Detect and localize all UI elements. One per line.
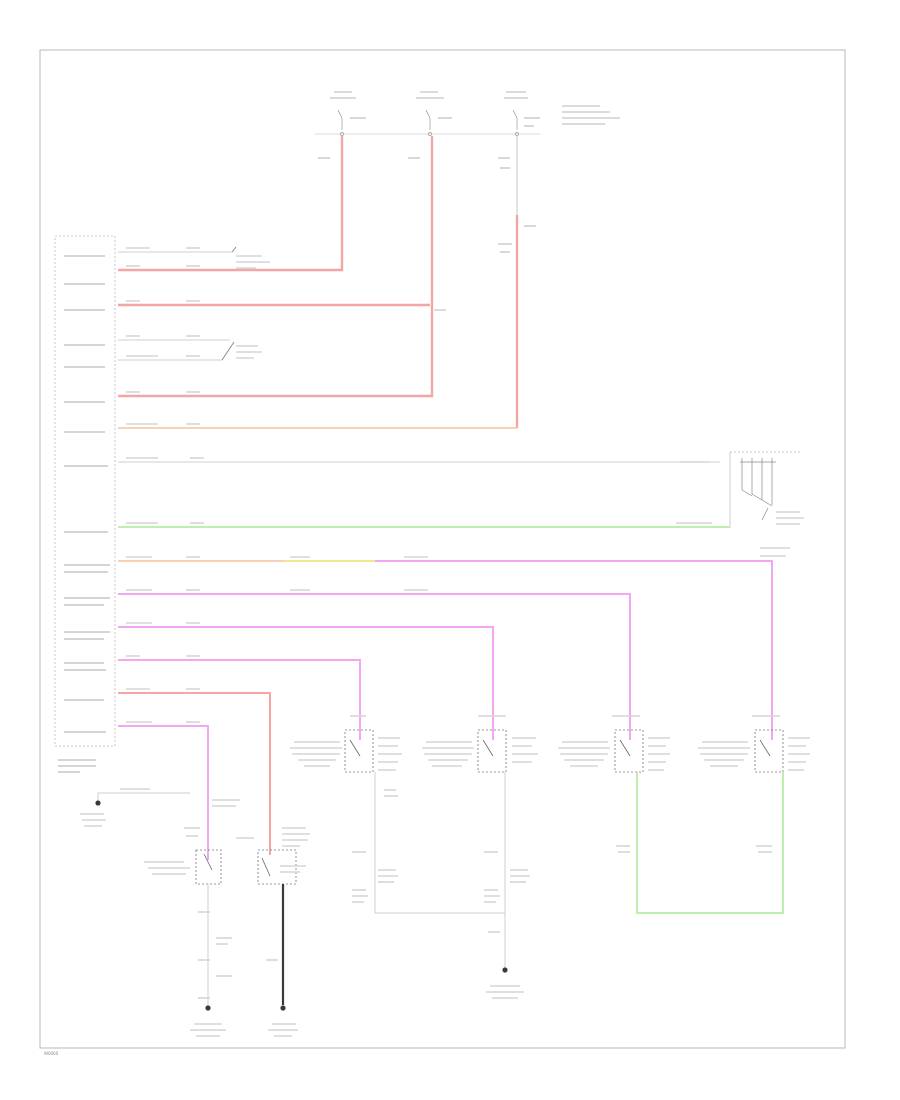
left-switch-group [80, 788, 240, 1037]
wire-pink-3 [118, 626, 494, 740]
module-connector [54, 235, 116, 773]
gray-wires [118, 251, 720, 463]
ground-labels [352, 789, 530, 999]
pink-wire-tags [126, 556, 428, 723]
door-switch-1 [290, 715, 402, 773]
fuse-label-marks [318, 91, 620, 253]
fuse-block-group [315, 91, 620, 253]
wire-pink-5 [118, 725, 209, 860]
door-switch-3 [558, 715, 670, 773]
wire-tag-marks [126, 247, 712, 524]
red-wires [118, 136, 519, 428]
brake-switch-group [236, 827, 310, 1037]
pink-wires [118, 593, 631, 860]
wire-pink-2 [118, 593, 631, 740]
wire-red-1 [118, 136, 344, 272]
ground-point [502, 967, 508, 973]
wire-pink-4 [118, 659, 361, 740]
module-pin-labels [58, 255, 110, 773]
small-switch-symbols [221, 246, 237, 361]
ground-wires [374, 772, 506, 968]
door-switch-4 [698, 715, 810, 773]
fuse-3 [512, 109, 519, 136]
green-loop-labels [616, 845, 772, 853]
diagram-frame [39, 49, 846, 1049]
fuse-1 [337, 109, 344, 136]
page-code: W0000 [44, 1051, 59, 1056]
wire-green-loop [636, 772, 784, 914]
wire-red-3 [118, 136, 434, 398]
door-switch-2 [422, 715, 538, 773]
right-connector [729, 451, 804, 557]
wire-pink-1 [375, 560, 773, 740]
wire-red-switch [118, 692, 271, 855]
fuse-2 [425, 109, 432, 136]
